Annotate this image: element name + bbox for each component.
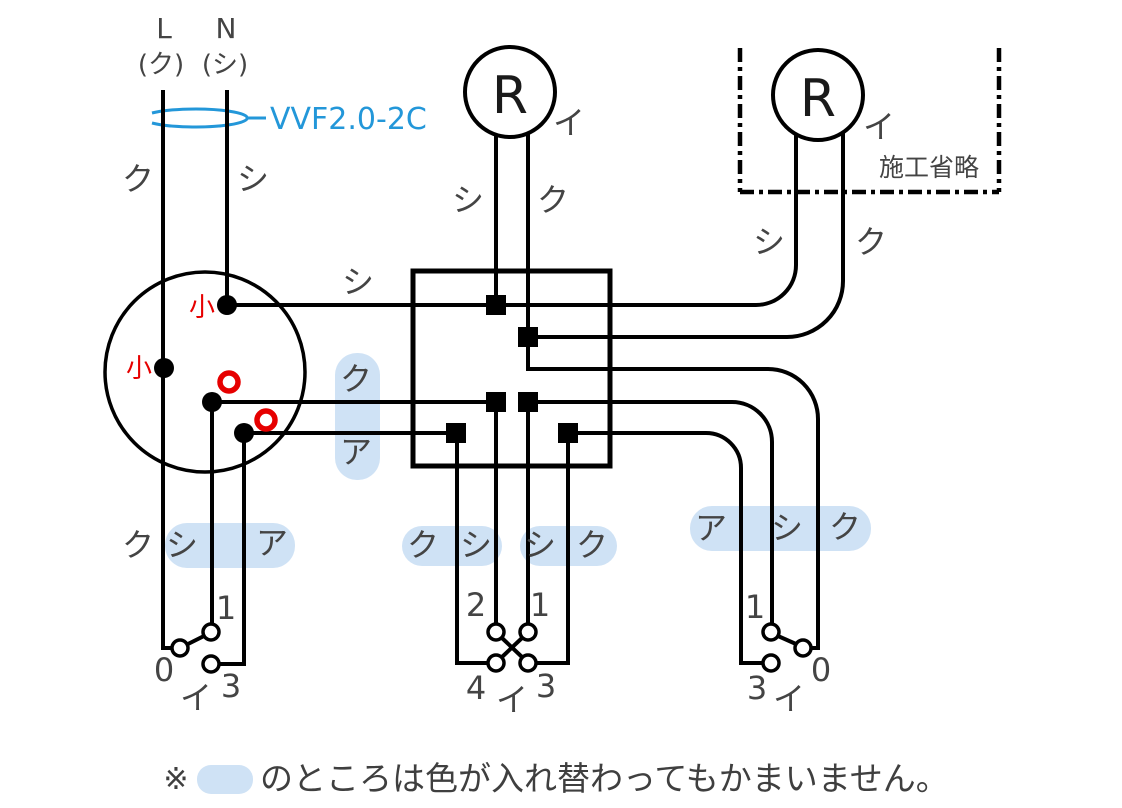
label-n-color: (シ)	[202, 50, 248, 80]
connector-square	[518, 327, 538, 347]
switch-left-wire-1-label: ク	[122, 526, 154, 564]
connector-square	[486, 392, 506, 412]
wire-traveler-right-3	[578, 431, 763, 665]
switch-right-terminal-1-label: 1	[745, 588, 765, 626]
switch-middle-wire-4-label: ク	[576, 526, 608, 564]
outlet-terminal-dot	[217, 295, 237, 315]
switch-terminal-circles	[170, 622, 813, 674]
wire-lamp-right-return	[538, 132, 845, 339]
highlight-pill-switch-right	[690, 506, 871, 551]
highlight-pill-switch-left	[165, 523, 295, 568]
switch-middle-wire-3-label: シ	[524, 526, 556, 564]
lamp-right-circle	[771, 48, 865, 142]
switch-left-blade	[187, 634, 205, 646]
outlet-terminal-dot	[202, 392, 222, 412]
switch-middle-terminal-2	[486, 622, 506, 642]
switch-middle-circuit-label: イ	[496, 681, 528, 719]
switch-left-terminal-1-label: 1	[216, 589, 236, 627]
lamp-right-symbol: R	[800, 69, 836, 129]
switch-middle-terminal-3	[518, 653, 538, 673]
switch-left-circuit-label: イ	[180, 679, 212, 717]
switch-left-terminal-3-label: 3	[221, 667, 241, 705]
switch-middle-blade-2	[500, 636, 524, 659]
switch-right-terminal-3	[761, 653, 781, 673]
wire-lamp-left-return	[526, 133, 820, 650]
switch-middle-terminal-4	[486, 653, 506, 673]
label-source-wire-n: シ	[237, 160, 269, 198]
switch-middle-terminal-3-label: 3	[536, 667, 556, 705]
outlet-circle	[103, 270, 307, 474]
outlet-small-mark-top: 小	[189, 293, 215, 323]
switch-middle-terminal-1	[518, 622, 538, 642]
switch-right-wire-2-label: シ	[771, 509, 803, 547]
wire-line-hot	[161, 90, 172, 650]
outlet-wire-bottom-label: ア	[340, 433, 372, 471]
note-text: のところは色が入れ替わってもかまいません。	[260, 759, 949, 798]
switch-middle-terminal-1-label: 1	[530, 586, 550, 624]
outlet-terminals	[154, 295, 254, 443]
lamp-right-circuit-label: イ	[863, 108, 895, 146]
label-l-terminal: L	[156, 12, 172, 45]
wire-neutral-to-lamps	[227, 134, 798, 307]
wire-box-to-switch-middle-4	[455, 443, 488, 665]
switch-middle-wire-2-label: シ	[460, 526, 492, 564]
connector-square	[446, 423, 466, 443]
connector-square	[486, 295, 506, 315]
switch-left-terminal-3	[201, 654, 221, 674]
wire-outlet-to-switch-left-3	[220, 433, 246, 666]
connector-square	[558, 423, 578, 443]
switch-right-terminal-0-label: 0	[811, 651, 831, 689]
switch-right-terminal-3-label: 3	[747, 669, 767, 707]
note-marker: ※	[163, 762, 188, 797]
outlet-open-terminal-ring	[254, 408, 278, 432]
switch-right-terminal-0	[793, 638, 813, 658]
lamp-right-wire-right-label: ク	[855, 223, 887, 261]
lamp-right-wire-left-label: シ	[753, 223, 785, 261]
connector-square	[518, 392, 538, 412]
label-l-color: (ク)	[138, 50, 184, 80]
switch-left-terminal-1	[201, 622, 221, 642]
omission-boundary	[737, 48, 1002, 195]
switch-right-wire-1-label: ア	[695, 509, 727, 547]
label-n-terminal: N	[216, 12, 237, 45]
omission-label: 施工省略	[879, 153, 979, 182]
connector-squares	[446, 295, 578, 443]
switch-middle-terminal-2-label: 2	[466, 586, 486, 624]
outlet-wire-top-label: シ	[342, 263, 374, 301]
outlet-terminal-dot	[234, 423, 254, 443]
outlet-wire-middle-label: ク	[340, 360, 372, 398]
outlet-small-mark-left: 小	[126, 354, 152, 384]
lamp-left-wire-right-label: ク	[537, 181, 569, 219]
highlight-pill-outlet-wires	[335, 353, 380, 480]
outlet-terminal-dot	[154, 358, 174, 378]
switch-right-terminal-1	[761, 622, 781, 642]
lamp-left-symbol: R	[492, 66, 528, 126]
switch-left-wire-3-label: ア	[256, 524, 288, 562]
switch-right-blade	[777, 634, 797, 646]
switch-right-wire-3-label: ク	[829, 508, 861, 546]
note-highlight-swatch	[197, 765, 253, 794]
switch-middle-terminal-4-label: 4	[466, 669, 486, 707]
switch-left-wire-2-label: シ	[166, 526, 198, 564]
lamp-left-wire-left-label: シ	[452, 181, 484, 219]
highlight-pill-switch-middle-1	[402, 526, 502, 566]
wire-traveler-right-1	[538, 400, 774, 624]
label-source-wire-l: ク	[122, 160, 154, 198]
switch-middle-wire-1-label: ク	[407, 526, 439, 564]
lamp-left-circle	[463, 45, 557, 139]
cable-spec-label: VVF2.0-2C	[270, 102, 427, 137]
cable-loop-icon	[151, 107, 249, 129]
wire-box-to-switch-middle-3	[536, 443, 570, 665]
outlet-open-terminal-ring	[217, 370, 241, 394]
switch-right-circuit-label: イ	[773, 680, 805, 718]
lamp-left-circuit-label: イ	[553, 104, 585, 142]
junction-box	[410, 268, 613, 469]
switch-left-terminal-0-label: 0	[154, 651, 174, 689]
switch-left-terminal-0	[170, 638, 190, 658]
